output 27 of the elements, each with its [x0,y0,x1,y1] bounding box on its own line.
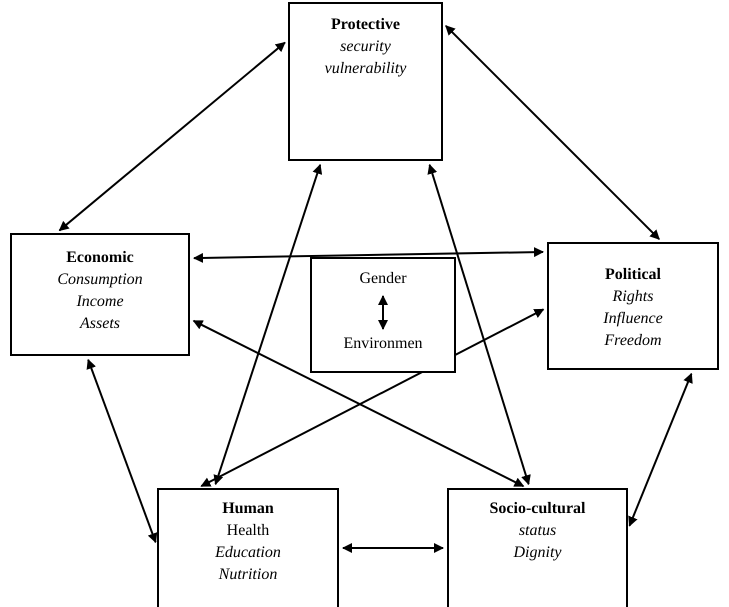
double-arrow [378,295,388,330]
double-arrow [214,164,322,486]
category-items: status Dignity [514,521,562,563]
category-title: Protective [330,15,401,35]
double-arrow [342,543,444,553]
double-arrow [445,25,660,240]
category-title: Human [221,499,275,519]
category-items: security vulnerability [324,37,406,79]
double-arrow [193,247,544,263]
cross-cutting-box [310,257,456,373]
category-box [10,233,190,356]
category-items: Health Education Nutrition [215,521,281,585]
node-label: Environmen [342,334,424,354]
category-box [547,242,719,370]
node-label: Gender [358,269,408,289]
category-title: Economic [65,248,135,268]
category-title: Political [604,265,662,285]
double-arrow [628,372,693,527]
double-arrow [86,358,158,544]
category-items: Consumption Income Assets [57,270,143,334]
category-box [157,488,339,607]
double-arrow [427,164,531,486]
category-box [288,2,443,161]
double-arrow [58,42,286,232]
category-items: Rights Influence Freedom [603,287,663,351]
category-title: Socio-cultural [488,499,586,519]
category-box [447,488,628,607]
